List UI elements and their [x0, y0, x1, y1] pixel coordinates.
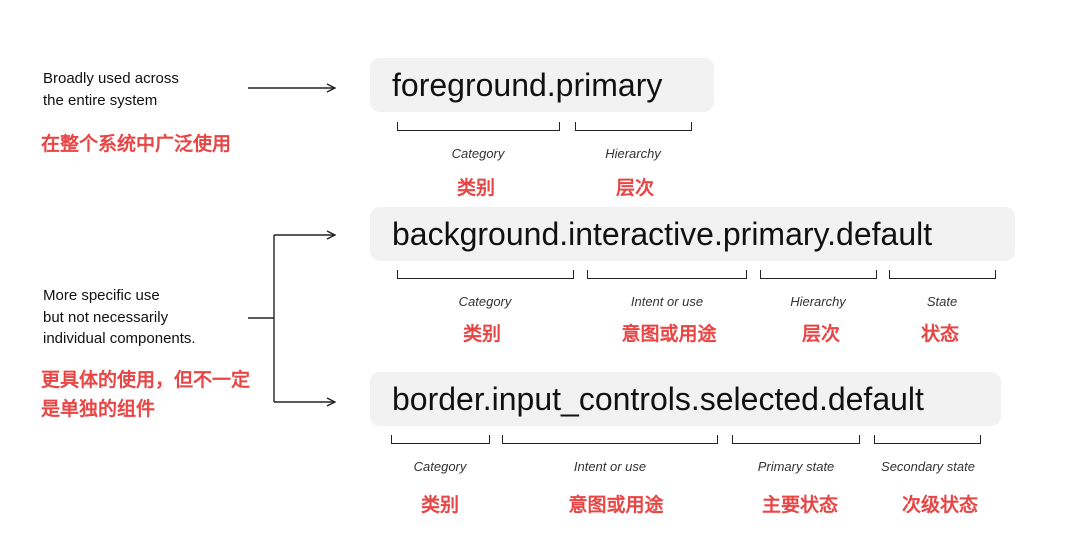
- segment-cn: 次级状态: [901, 494, 979, 516]
- segment-cn: 意图或用途: [621, 323, 717, 345]
- specific-use-description: More specific use but not necessarily in…: [43, 285, 196, 350]
- segment-label: Intent or use: [573, 459, 647, 474]
- specific-use-line-1: More specific use: [43, 287, 160, 304]
- token-foreground-primary: foreground.primary: [370, 58, 714, 112]
- segment-cn: 类别: [462, 323, 502, 345]
- segment-cn: 主要状态: [761, 494, 839, 516]
- broad-use-cn: 在整个系统中广泛使用: [41, 133, 232, 155]
- bracket-hierarchy: [575, 122, 692, 131]
- token-background-interactive-primary-default: background.interactive.primary.default: [370, 207, 1015, 261]
- bracket-intent: [587, 270, 747, 279]
- segment-label: Hierarchy: [790, 294, 846, 309]
- segment-label: Secondary state: [881, 459, 975, 474]
- segment-cn: 状态: [920, 323, 960, 345]
- bracket-secondary-state: [874, 435, 981, 444]
- segment-cn: 层次: [615, 177, 655, 199]
- segment-label: Category: [458, 294, 512, 309]
- segment-label: Primary state: [757, 459, 835, 474]
- bracket-primary-state: [732, 435, 860, 444]
- segment-cn: 类别: [456, 177, 496, 199]
- segment-label: Category: [451, 146, 505, 161]
- broad-use-description: Broadly used across the entire system: [43, 68, 179, 111]
- segment-label: State: [926, 294, 958, 309]
- bracket-category: [397, 122, 560, 131]
- segment-label: Category: [413, 459, 467, 474]
- segment-cn: 层次: [801, 323, 841, 345]
- token-border-input-controls-selected-default: border.input_controls.selected.default: [370, 372, 1001, 426]
- segment-label: Intent or use: [630, 294, 704, 309]
- segment-cn: 类别: [420, 494, 460, 516]
- specific-use-cn-line-2: 是单独的组件: [41, 398, 156, 420]
- bracket-hierarchy: [760, 270, 877, 279]
- broad-use-line-1: Broadly used across: [43, 70, 179, 87]
- segment-label: Hierarchy: [605, 146, 661, 161]
- specific-use-line-3: individual components.: [43, 330, 196, 347]
- broad-use-line-2: the entire system: [43, 91, 158, 109]
- bracket-category: [397, 270, 574, 279]
- specific-use-line-2: but not necessarily: [43, 308, 169, 326]
- bracket-intent: [502, 435, 718, 444]
- specific-use-cn-line-1: 更具体的使用，但不一定: [41, 369, 251, 391]
- segment-cn: 意图或用途: [568, 494, 664, 516]
- bracket-state: [889, 270, 996, 279]
- bracket-category: [391, 435, 490, 444]
